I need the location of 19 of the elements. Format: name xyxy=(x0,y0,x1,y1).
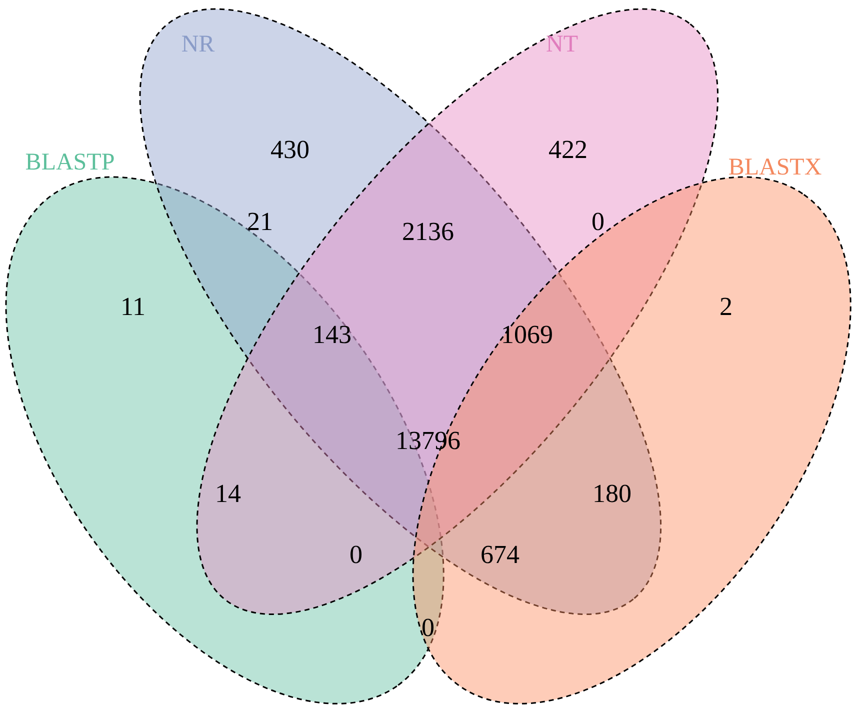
count-label: 674 xyxy=(480,540,520,570)
count-label: 180 xyxy=(592,479,632,509)
count-label: 430 xyxy=(270,135,310,165)
count-label: 0 xyxy=(592,207,604,237)
count-label: 143 xyxy=(312,320,352,350)
count-label: 13796 xyxy=(396,426,460,456)
count-label: 2136 xyxy=(402,217,454,247)
count-label: 11 xyxy=(120,292,146,322)
count-label: 14 xyxy=(215,479,241,509)
count-label: 2 xyxy=(720,292,732,322)
count-label: 21 xyxy=(247,207,273,237)
count-label: 422 xyxy=(548,135,588,165)
set-label: BLASTP xyxy=(25,150,115,176)
set-label: NT xyxy=(546,31,578,58)
count-label: 1069 xyxy=(501,320,553,350)
set-label: BLASTX xyxy=(728,154,822,182)
count-label: 0 xyxy=(350,540,362,570)
set-label: NR xyxy=(181,31,215,58)
count-label: 0 xyxy=(422,613,434,643)
